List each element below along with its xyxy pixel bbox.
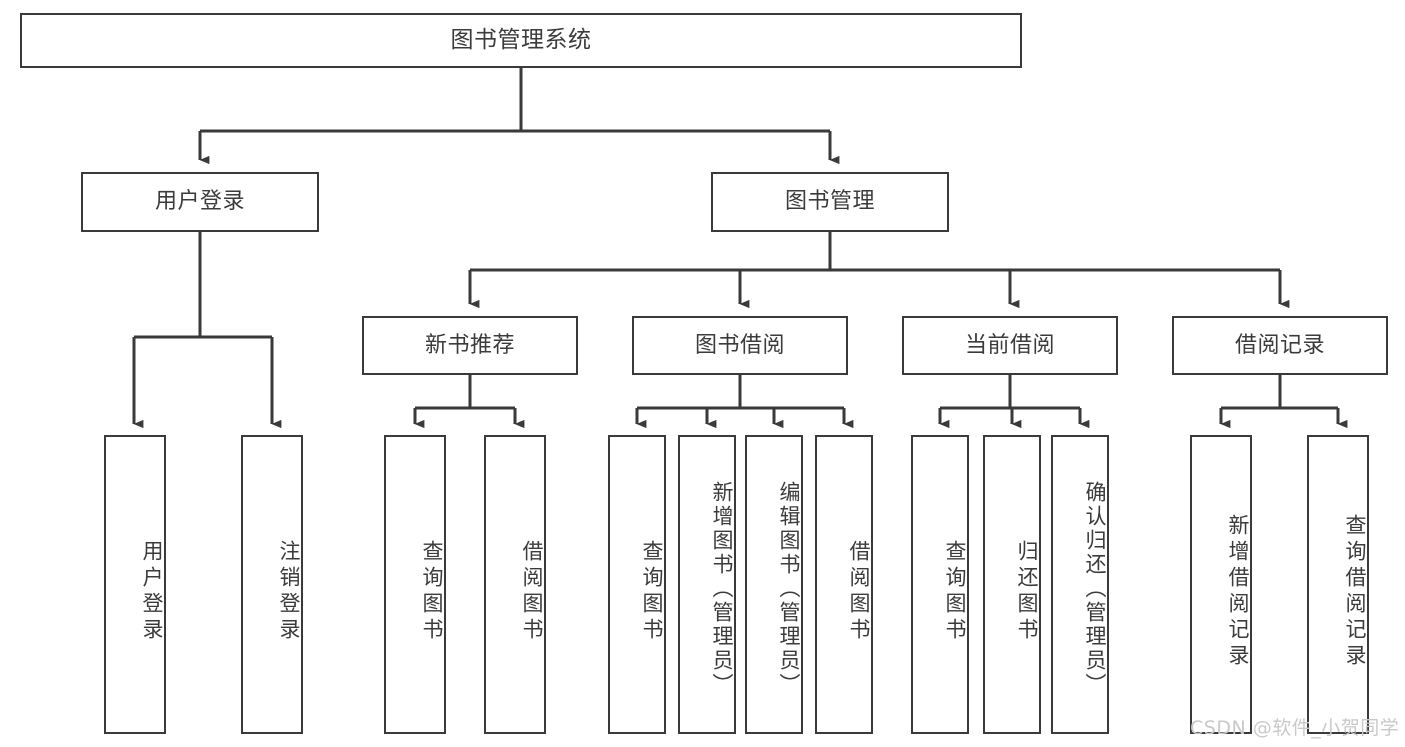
- node-leaf-add-book-admin[interactable]: 新增图书（管理员）: [678, 435, 736, 734]
- node-new-book-recommend[interactable]: 新书推荐: [362, 316, 578, 375]
- node-leaf-user-logout[interactable]: 注销登录: [241, 435, 303, 734]
- node-leaf-add-borrow-record[interactable]: 新增借阅记录: [1190, 435, 1252, 734]
- node-borrow-record[interactable]: 借阅记录: [1172, 316, 1388, 375]
- node-book-borrow[interactable]: 图书借阅: [632, 316, 848, 375]
- node-leaf-borrow-book[interactable]: 借阅图书: [815, 435, 873, 734]
- node-leaf-query-borrow-record[interactable]: 查询借阅记录: [1307, 435, 1369, 734]
- node-book-management[interactable]: 图书管理: [711, 172, 949, 232]
- node-leaf-user-login[interactable]: 用户登录: [104, 435, 166, 734]
- node-leaf-query-book-current[interactable]: 查询图书: [911, 435, 969, 734]
- node-current-borrow[interactable]: 当前借阅: [902, 316, 1118, 375]
- node-leaf-edit-book-admin[interactable]: 编辑图书（管理员）: [745, 435, 803, 734]
- node-leaf-borrow-book-recommend[interactable]: 借阅图书: [484, 435, 546, 734]
- node-leaf-confirm-return-admin[interactable]: 确认归还（管理员）: [1051, 435, 1109, 734]
- node-leaf-return-book[interactable]: 归还图书: [983, 435, 1041, 734]
- node-root-system[interactable]: 图书管理系统: [20, 13, 1022, 68]
- node-user-login[interactable]: 用户登录: [81, 172, 319, 232]
- node-leaf-query-book-borrow[interactable]: 查询图书: [608, 435, 666, 734]
- node-leaf-query-book-recommend[interactable]: 查询图书: [384, 435, 446, 734]
